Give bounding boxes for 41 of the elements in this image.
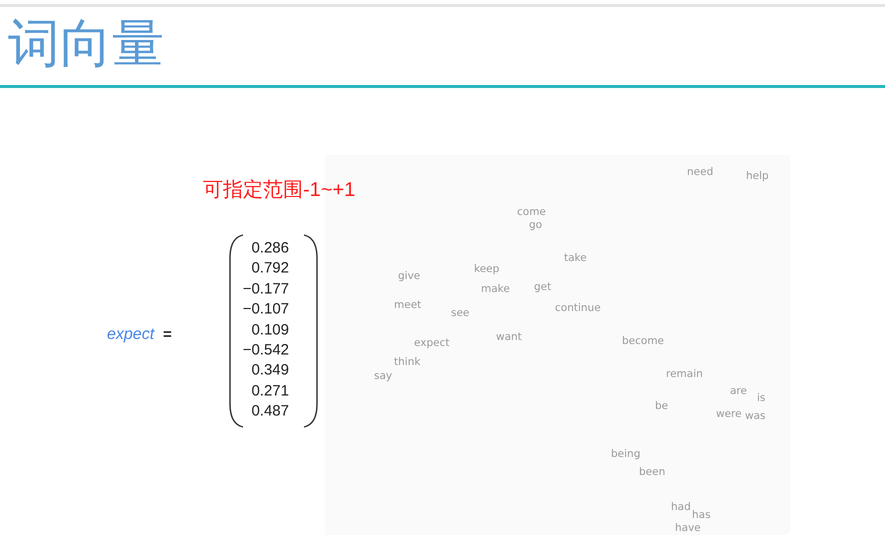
vector-value: 0.487 bbox=[251, 402, 289, 420]
word-label: take bbox=[564, 252, 587, 264]
vector-value: −0.542 bbox=[242, 342, 289, 358]
word-label: has bbox=[692, 509, 711, 521]
word-label: keep bbox=[474, 263, 500, 275]
vector-value: −0.177 bbox=[242, 280, 289, 298]
word-label: see bbox=[451, 307, 470, 319]
word-label: remain bbox=[666, 368, 703, 380]
word-label: be bbox=[655, 400, 668, 412]
word-label: are bbox=[730, 385, 747, 397]
word-label: go bbox=[529, 219, 542, 231]
word-label: make bbox=[481, 283, 510, 295]
word-label: get bbox=[534, 281, 552, 293]
word-label: been bbox=[639, 466, 666, 478]
word-label: say bbox=[374, 370, 392, 382]
word-label: think bbox=[394, 356, 420, 368]
word-label: were bbox=[716, 408, 742, 420]
vector-value: 0.271 bbox=[251, 382, 289, 400]
word-label: was bbox=[745, 410, 766, 422]
word-label: help bbox=[746, 170, 769, 182]
vector-word-label: expect bbox=[107, 326, 154, 344]
word-label: have bbox=[675, 522, 701, 534]
vector-value: 0.349 bbox=[251, 362, 289, 379]
vector-value: 0.109 bbox=[251, 321, 289, 338]
word-label: meet bbox=[394, 299, 422, 311]
word-label: is bbox=[757, 392, 766, 404]
word-label: expect bbox=[414, 337, 450, 349]
word-label: come bbox=[517, 206, 546, 218]
equals-sign: = bbox=[163, 326, 172, 344]
word-label: become bbox=[622, 335, 664, 347]
vector-value: 0.792 bbox=[251, 260, 289, 277]
word-label: being bbox=[611, 448, 640, 460]
word-label: want bbox=[496, 331, 522, 343]
range-note: 可指定范围-1~+1 bbox=[203, 179, 356, 201]
word-label: continue bbox=[555, 302, 601, 314]
slide-title: 词向量 bbox=[8, 15, 164, 75]
word-label: need bbox=[687, 166, 714, 178]
word-label: had bbox=[671, 501, 691, 513]
word-label: give bbox=[398, 270, 420, 282]
vector-value: −0.107 bbox=[242, 300, 289, 318]
vector-value: 0.286 bbox=[251, 240, 289, 256]
